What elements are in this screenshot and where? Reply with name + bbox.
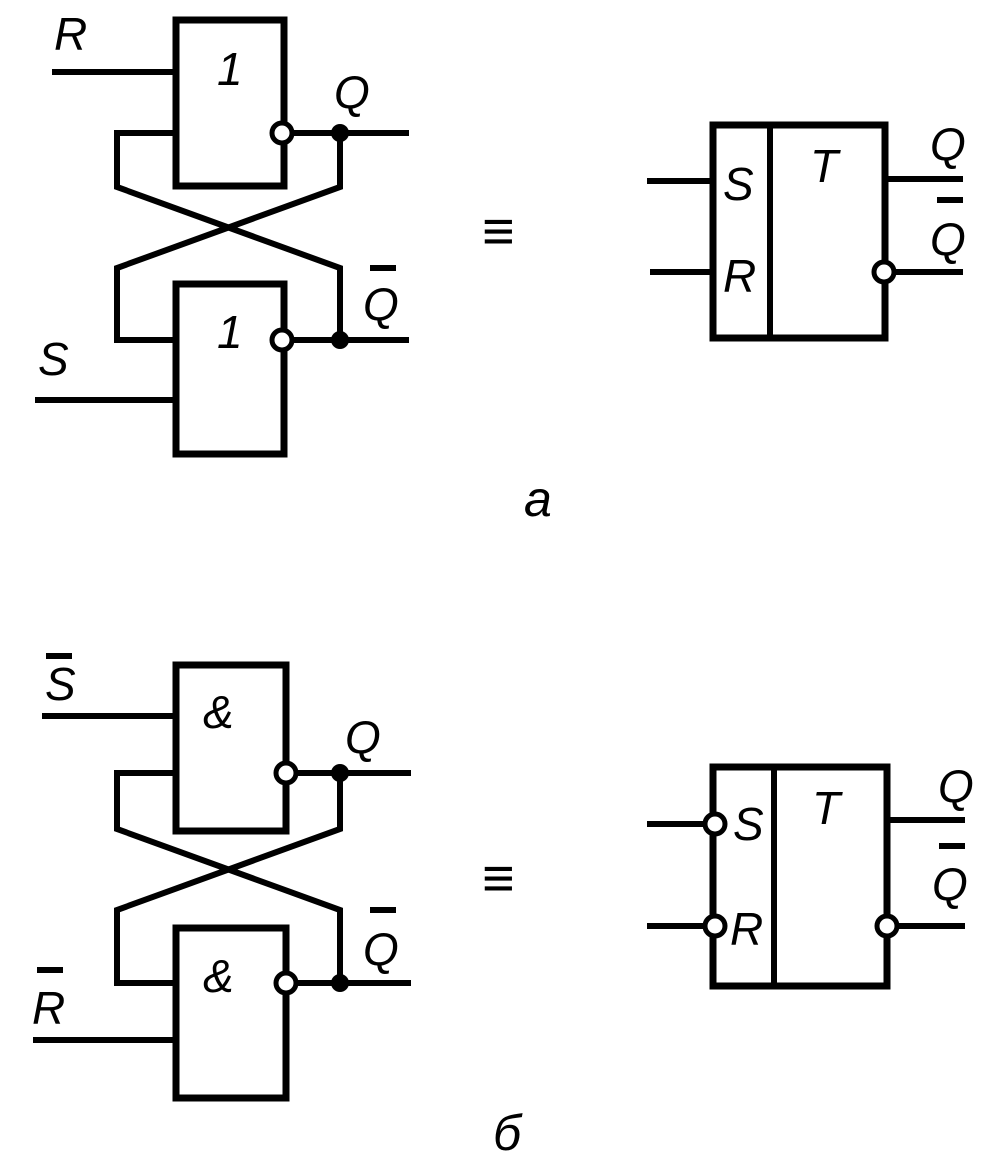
label-input-sbar: S	[45, 658, 76, 710]
gate-a-bottom	[172, 280, 288, 458]
equivalence-sign-b: ≡	[482, 846, 515, 909]
label-input-r: R	[54, 8, 87, 60]
junction-dot-a-qbar	[331, 331, 349, 349]
part-a-nor-latch: 1 1 R S Q Q ≡ S R T Q Q а	[35, 8, 966, 527]
block-a-label-s: S	[723, 158, 754, 210]
block-a-qbar-bubble	[871, 259, 897, 285]
label-input-s: S	[38, 333, 69, 385]
label-output-q: Q	[334, 66, 370, 118]
junction-dot-b-q	[331, 764, 349, 782]
label-input-rbar: R	[32, 982, 65, 1034]
feedback-q-to-bottom	[114, 130, 343, 343]
equivalence-sign-a: ≡	[482, 199, 515, 262]
block-b-body	[709, 763, 891, 990]
inversion-bubble-b-top	[273, 760, 299, 786]
block-a-label-r: R	[723, 250, 756, 302]
part-b-nand-latch: & & S R Q Q ≡ S R T Q Q б	[32, 653, 974, 1161]
block-a-body	[709, 121, 889, 342]
inversion-bubble-a-top	[269, 120, 295, 146]
gate-b-bottom-symbol: &	[203, 950, 234, 1002]
feedback-b-bottom	[114, 770, 343, 986]
junction-dot-a-q	[331, 124, 349, 142]
block-b-label-q: Q	[938, 760, 974, 812]
block-a-label-qbar: Q	[930, 213, 966, 265]
feedback-q-bar-to-top	[114, 130, 343, 343]
junction-dot-b-qbar	[331, 974, 349, 992]
feedback-b-top	[114, 770, 343, 986]
block-a-label-t: T	[810, 140, 841, 192]
inversion-bubble-b-bottom	[273, 970, 299, 996]
label-output-qbar: Q	[363, 278, 399, 330]
block-b-label-qbar: Q	[932, 858, 968, 910]
gate-b-top-symbol: &	[203, 686, 234, 738]
block-a-label-q: Q	[930, 118, 966, 170]
inversion-bubble-a-bottom	[269, 327, 295, 353]
gate-b-bottom	[172, 924, 290, 1102]
label-output-qbar-b: Q	[363, 923, 399, 975]
caption-a: а	[524, 471, 552, 527]
block-b-label-r: R	[730, 903, 763, 955]
block-b-qbar-bubble	[874, 913, 900, 939]
gate-a-top	[172, 16, 288, 190]
gate-b-top	[172, 661, 290, 835]
caption-b: б	[493, 1105, 523, 1161]
label-output-q-b: Q	[345, 711, 381, 763]
block-b-s-bubble	[702, 811, 728, 837]
block-b-label-s: S	[733, 798, 764, 850]
block-b-label-t: T	[812, 782, 843, 834]
block-b-r-bubble	[702, 913, 728, 939]
gate-a-bottom-symbol: 1	[217, 306, 243, 358]
gate-a-top-symbol: 1	[217, 43, 243, 95]
